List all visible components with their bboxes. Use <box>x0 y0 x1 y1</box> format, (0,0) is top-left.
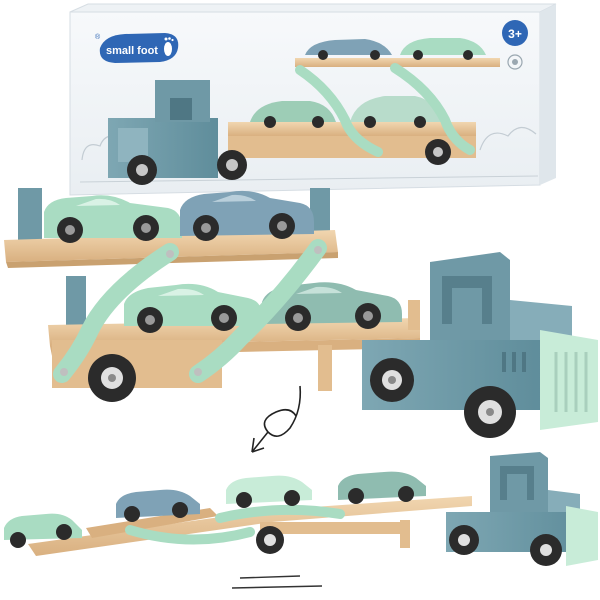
brand-logo-text: small foot <box>106 45 158 57</box>
box-car <box>305 39 392 60</box>
extended-car-mint-2 <box>226 475 312 508</box>
hand-drawn-arrow <box>251 385 302 453</box>
trailer-wheel <box>88 354 136 402</box>
upper-car-blue <box>180 190 314 241</box>
age-badge: 3+ <box>502 20 528 70</box>
extended-car-blue <box>116 489 200 522</box>
lower-car-mint <box>124 283 262 333</box>
car-transporter-toy <box>4 188 598 438</box>
truck-rear-wheel <box>370 358 414 402</box>
box-car <box>250 101 336 128</box>
box-car <box>350 96 442 128</box>
extended-truck-cab <box>446 452 598 566</box>
age-badge-text: 3+ <box>508 27 522 41</box>
registered-mark: ® <box>95 33 101 41</box>
lift-arm <box>53 243 179 383</box>
extended-car-mint <box>4 513 82 548</box>
extended-toy <box>4 452 598 589</box>
cloud-outline-icon <box>479 126 537 151</box>
box-car <box>400 38 486 60</box>
packaging-box: small foot ® 3+ <box>69 3 557 196</box>
upper-car-mint <box>44 195 182 243</box>
truck-front-wheel <box>464 386 516 438</box>
extended-car-teal <box>338 471 426 504</box>
footprint-logo-icon <box>164 37 174 56</box>
age-circle-icon <box>502 20 528 46</box>
lift-arm <box>189 239 327 383</box>
lower-car-teal <box>262 282 402 331</box>
brand-logo: small foot ® <box>95 33 179 63</box>
box-image-toy <box>108 38 500 185</box>
